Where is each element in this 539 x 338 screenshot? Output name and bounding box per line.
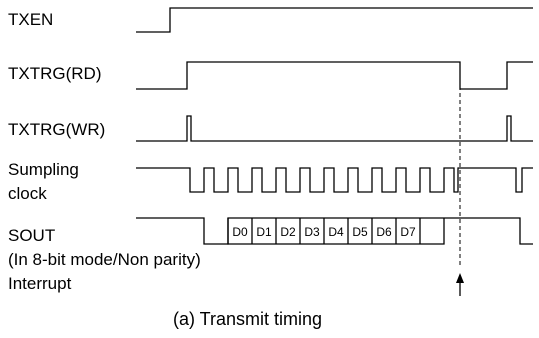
data-bit-label: D0 xyxy=(232,225,248,239)
sampling-clock-label-line2: clock xyxy=(8,184,47,203)
sout-label: SOUT xyxy=(8,226,56,245)
diagram-caption: (a) Transmit timing xyxy=(173,309,323,329)
txen-label: TXEN xyxy=(8,10,54,29)
txtrg-wr-waveform xyxy=(136,115,533,142)
data-bit-label: D1 xyxy=(256,225,272,239)
data-bit-label: D3 xyxy=(304,225,320,239)
data-bit-label: D7 xyxy=(400,225,416,239)
data-bit-label: D5 xyxy=(352,225,368,239)
data-bit-label: D6 xyxy=(376,225,392,239)
data-bit-label: D2 xyxy=(280,225,296,239)
txtrg-rd-label: TXTRG(RD) xyxy=(8,64,102,83)
txtrg-rd-waveform xyxy=(136,61,533,90)
sout-data-cells xyxy=(227,218,445,245)
interrupt-arrow-head xyxy=(456,273,464,283)
sampling-clock-label-line1: Sumpling xyxy=(8,160,79,179)
interrupt-label: Interrupt xyxy=(8,274,72,293)
sampling-clock-waveform xyxy=(136,167,533,193)
data-bit-label: D4 xyxy=(328,225,344,239)
txen-waveform xyxy=(136,7,533,33)
data-bit-labels: D0 D1 D2 D3 D4 D5 D6 D7 xyxy=(232,225,416,239)
txtrg-wr-label: TXTRG(WR) xyxy=(8,120,106,139)
sout-mode-note: (In 8-bit mode/Non parity) xyxy=(8,250,201,269)
